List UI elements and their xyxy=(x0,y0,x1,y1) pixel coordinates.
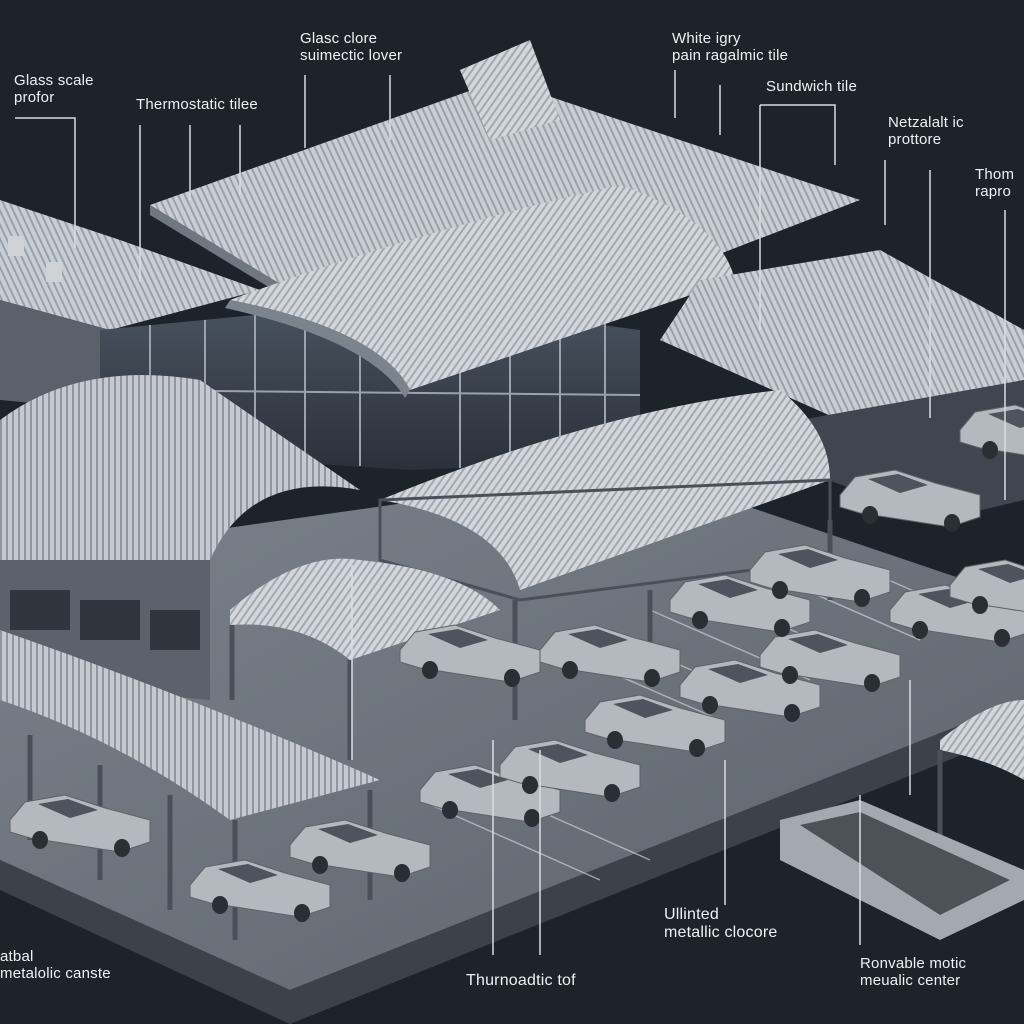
car xyxy=(539,624,681,687)
right-carport-roof xyxy=(940,700,1024,780)
vent-2 xyxy=(46,262,62,282)
top-roof-ridge xyxy=(460,40,560,140)
car xyxy=(399,624,541,687)
car xyxy=(584,694,726,757)
top-roof-edge xyxy=(150,205,290,300)
central-barrel-roof xyxy=(230,185,735,390)
front-carport-roof xyxy=(0,630,380,820)
label-thermostatic-tile: Thermostatic tilee xyxy=(136,96,258,113)
car xyxy=(679,659,821,722)
car xyxy=(289,819,431,882)
car xyxy=(889,584,1024,647)
car xyxy=(419,764,561,827)
front-left-windows xyxy=(10,590,200,650)
car xyxy=(959,404,1024,459)
label-glass-clore-louver: Glasc clore suimectic lover xyxy=(300,30,403,64)
car xyxy=(189,859,331,922)
car xyxy=(759,629,901,692)
car xyxy=(839,469,981,532)
label-removable-metallic: Ronvable motic meualic center xyxy=(860,955,967,989)
label-white-paint-tile: White igry pain ragalmic tile xyxy=(672,30,789,64)
label-sandwich-tile: Sundwich tile xyxy=(766,78,857,95)
car xyxy=(499,739,641,802)
label-left-bottom: atbal metalolic canste xyxy=(0,948,111,982)
label-glass-scale-profile: Glass scale profor xyxy=(14,72,94,106)
right-upper-roof xyxy=(660,250,1024,420)
label-metallic-protection: Netzalalt ic prottore xyxy=(888,114,964,148)
car xyxy=(9,794,151,857)
car xyxy=(749,544,891,607)
vent-1 xyxy=(8,236,24,256)
car xyxy=(949,559,1024,614)
middle-carport-frame xyxy=(378,478,832,602)
arched-canopy xyxy=(230,558,500,660)
parked-cars xyxy=(9,404,1024,922)
front-left-barrel-roof xyxy=(0,375,360,560)
label-thermoplastic-roof: Thurnoadtic tof xyxy=(466,972,576,989)
central-barrel-edge xyxy=(225,300,410,398)
left-building-roof xyxy=(0,200,260,330)
planter-shrubs xyxy=(800,812,1010,915)
car xyxy=(669,574,811,637)
label-thermo-right: Thom rapro xyxy=(975,166,1015,200)
label-unlimited-metallic: Ullinted metallic clocore xyxy=(664,906,778,941)
